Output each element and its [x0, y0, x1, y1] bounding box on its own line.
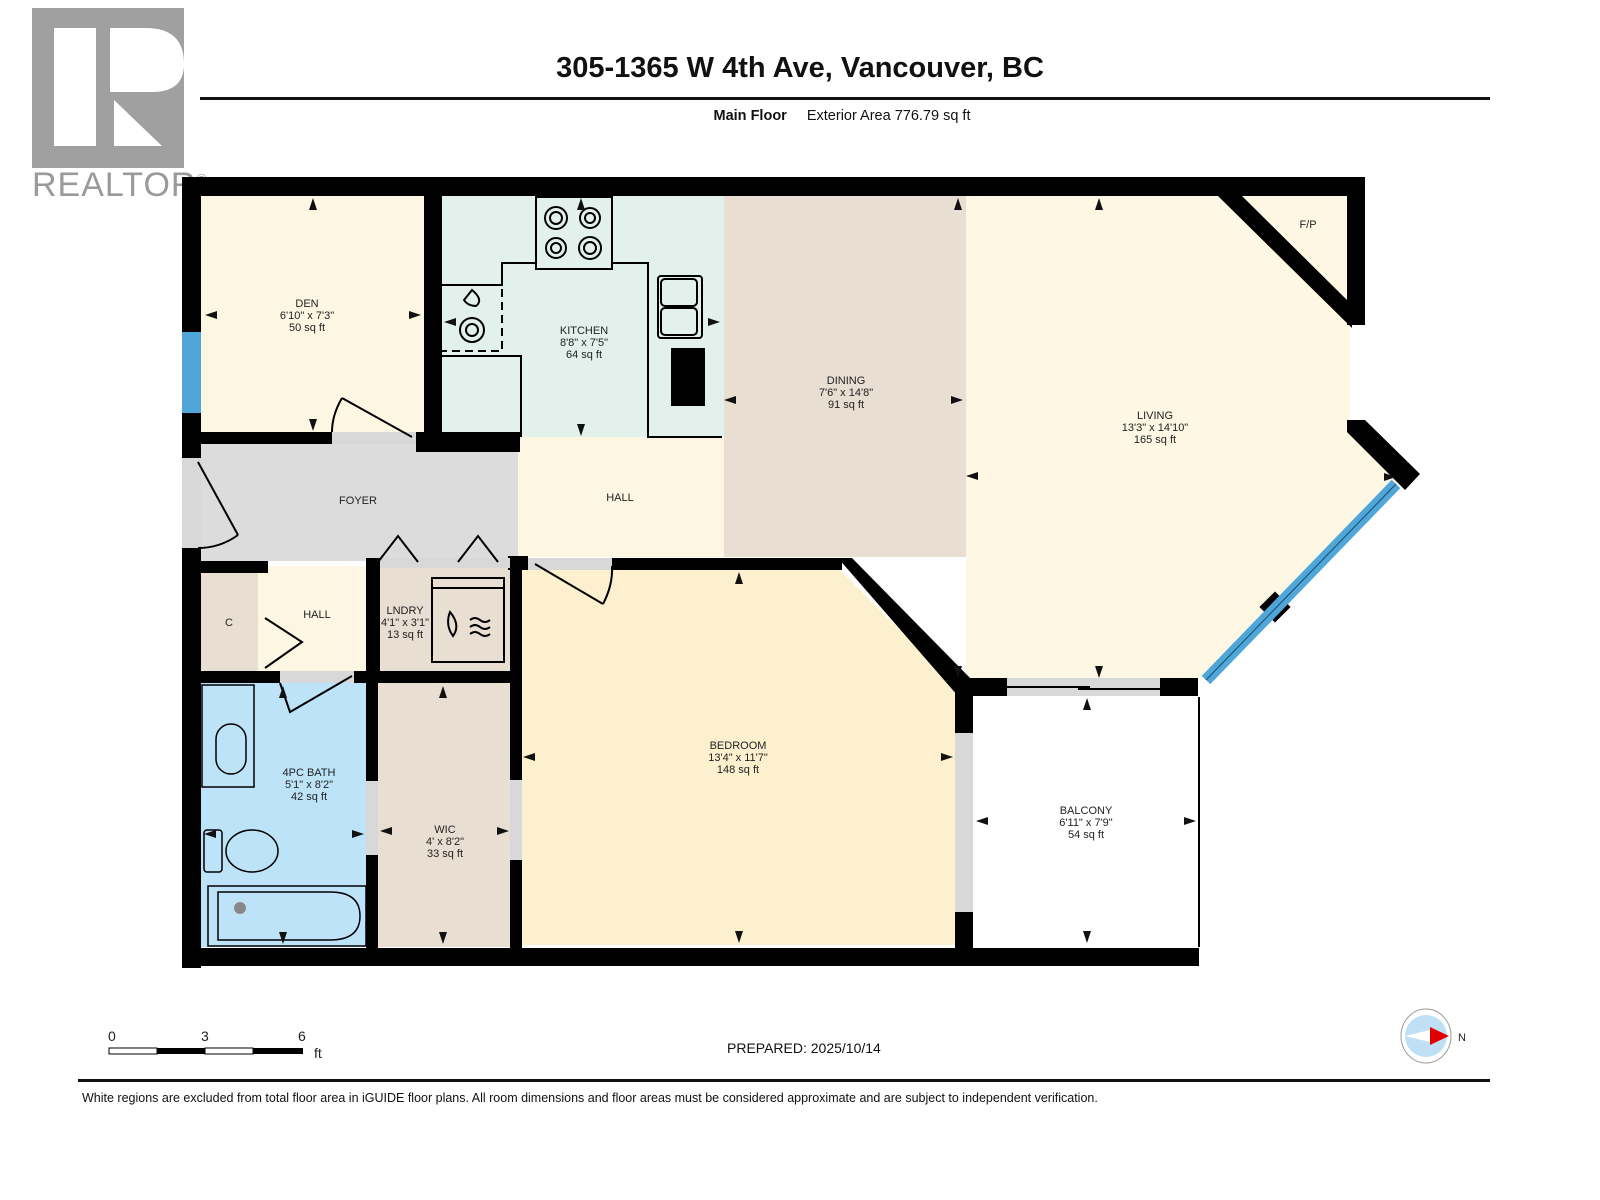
- den-area: 50 sq ft: [289, 322, 325, 334]
- laundry-dims: 4'1" x 3'1": [381, 617, 429, 629]
- stove-icon: [535, 196, 613, 270]
- door-swings: [197, 397, 1160, 714]
- floor-summary: Main Floor Exterior Area 776.79 sq ft: [0, 108, 1600, 124]
- room-wic: [378, 683, 512, 947]
- wic-dims: 4' x 8'2": [426, 836, 464, 848]
- room-hall-upper: [518, 437, 724, 557]
- svg-text:0: 0: [108, 1028, 116, 1044]
- bath-area: 42 sq ft: [291, 791, 327, 803]
- window-den: [182, 332, 201, 413]
- wic-area: 33 sq ft: [427, 848, 463, 860]
- svg-text:3: 3: [201, 1028, 209, 1044]
- wic-name: WIC: [434, 824, 455, 836]
- bath-fixtures: [201, 684, 367, 947]
- floor-label: Main Floor: [713, 108, 787, 124]
- living-name: LIVING: [1137, 410, 1173, 422]
- dining-area: 91 sq ft: [828, 399, 864, 411]
- balcony-area: 54 sq ft: [1068, 829, 1104, 841]
- prepared-date: PREPARED: 2025/10/14: [727, 1040, 881, 1056]
- svg-text:6: 6: [298, 1028, 306, 1044]
- hall-lower-name: HALL: [303, 609, 331, 621]
- walls: [182, 177, 1420, 968]
- toilet-icon: [225, 829, 279, 873]
- den-dims: 6'10" x 7'3": [280, 310, 334, 322]
- hall-upper-name: HALL: [606, 492, 634, 504]
- kitchen-fixtures: [431, 196, 722, 663]
- kitchen-area: 64 sq ft: [566, 349, 602, 361]
- compass-north-label: N: [1458, 1032, 1466, 1044]
- bedroom-area: 148 sq ft: [717, 764, 759, 776]
- den-name: DEN: [295, 298, 318, 310]
- kitchen-dims: 8'8" x 7'5": [560, 337, 608, 349]
- dimension-arrows: [204, 198, 1396, 944]
- scale-bar: 0 3 6 ft: [108, 1028, 338, 1068]
- header-divider: [200, 97, 1490, 100]
- room-balcony: [973, 697, 1198, 947]
- closet-name: C: [225, 617, 233, 629]
- bath-name: 4PC BATH: [283, 767, 336, 779]
- dining-name: DINING: [827, 375, 866, 387]
- room-living: [966, 195, 1405, 685]
- sink-icon: [657, 275, 703, 339]
- toilet-tank-icon: [203, 829, 223, 873]
- kitchen-name: KITCHEN: [560, 325, 608, 337]
- living-dims: 13'3" x 14'10": [1122, 422, 1189, 434]
- disclaimer: White regions are excluded from total fl…: [82, 1091, 1098, 1105]
- balcony-dims: 6'11" x 7'9": [1059, 817, 1112, 829]
- footer-divider: [78, 1079, 1490, 1082]
- room-dining: [724, 195, 966, 557]
- balcony-name: BALCONY: [1060, 805, 1113, 817]
- north-compass-icon: N: [1400, 1008, 1466, 1064]
- laundry-name: LNDRY: [386, 605, 424, 617]
- svg-text:ft: ft: [314, 1045, 322, 1061]
- room-foyer: [200, 443, 520, 561]
- room-laundry: [378, 566, 510, 672]
- cooktop-island-icon: [671, 348, 705, 406]
- realtor-logo: [32, 8, 184, 168]
- room-bath: [200, 683, 368, 947]
- room-closet: [200, 572, 258, 672]
- room-hall-lower: [258, 566, 366, 672]
- room-bedroom: [520, 570, 955, 945]
- washer-dryer-icon: [431, 577, 505, 663]
- bath-dims: 5'1" x 8'2": [285, 779, 333, 791]
- room-den: [200, 195, 426, 435]
- bathtub-icon: [207, 885, 367, 947]
- dishwasher-icon: [440, 284, 503, 352]
- fireplace-label: F/P: [1299, 219, 1316, 231]
- property-address-title: 305-1365 W 4th Ave, Vancouver, BC: [556, 52, 1044, 84]
- vanity-icon: [201, 684, 255, 788]
- exterior-area: Exterior Area 776.79 sq ft: [806, 108, 971, 124]
- room-labels: DEN 6'10" x 7'3" 50 sq ft KITCHEN 8'8" x…: [225, 219, 1317, 860]
- bedroom-name: BEDROOM: [710, 740, 767, 752]
- foyer-name: FOYER: [339, 495, 377, 507]
- dining-dims: 7'6" x 14'8": [819, 387, 873, 399]
- laundry-area: 13 sq ft: [387, 629, 423, 641]
- realtor-wordmark: REALTOR®: [32, 166, 207, 204]
- living-area: 165 sq ft: [1134, 434, 1176, 446]
- bedroom-dims: 13'4" x 11'7": [708, 752, 768, 764]
- fridge-icon: [440, 355, 522, 437]
- basin-icon: [215, 723, 247, 775]
- realtor-r-icon: [54, 28, 184, 146]
